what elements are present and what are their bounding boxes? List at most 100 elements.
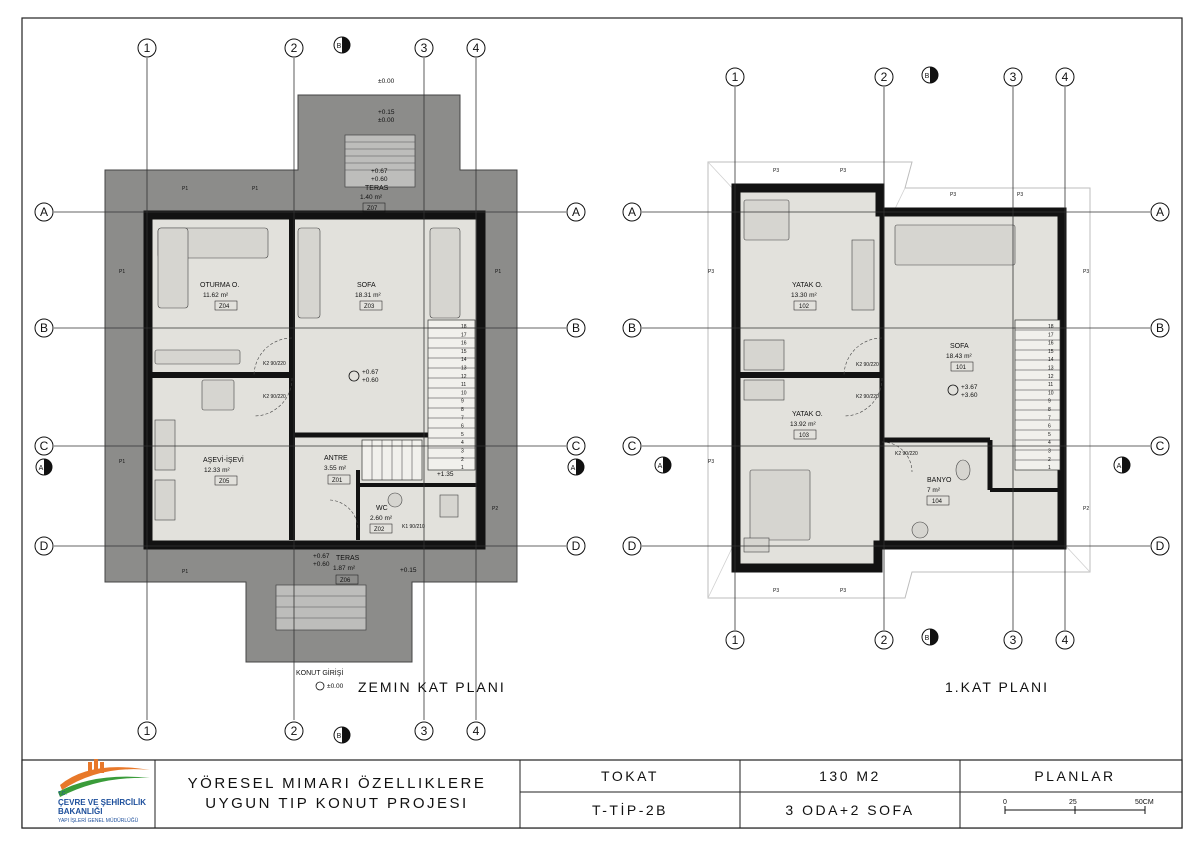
f-door-k2-b: K2 90/220 [856, 394, 879, 400]
svg-text:C: C [40, 439, 49, 453]
svg-text:B: B [337, 43, 342, 50]
svg-text:A: A [572, 205, 580, 219]
first-stair-number: 4 [1048, 440, 1051, 446]
ground-axis-top-3: 3 [414, 38, 434, 58]
svg-text:4: 4 [473, 41, 480, 55]
logo-line2: ÇEVRE VE ŞEHİRCİLİK [58, 798, 146, 807]
ground-axis-left-B: B [34, 318, 54, 338]
antre-code-box [327, 474, 351, 485]
window-p1-f: P1 [182, 569, 188, 575]
teras-top-level-b: +0.60 [371, 176, 388, 183]
tb-sheet: PLANLAR [1034, 768, 1115, 784]
first-stair-number: 9 [1048, 399, 1051, 405]
svg-text:A: A [628, 205, 636, 219]
section-a-ground-left: A [35, 458, 53, 476]
ground-terrace-level-b: ±0.00 [378, 117, 395, 124]
teras-bottom-area: 1.87 m² [333, 565, 356, 572]
asevi-code: Z05 [219, 479, 230, 485]
yatak1-code-box [793, 300, 817, 311]
ground-interior-stairs [361, 319, 476, 481]
first-level-marker [947, 384, 959, 396]
scale-bar: 0 25 50CM [1003, 799, 1154, 814]
svg-text:D: D [1156, 539, 1165, 553]
antre-area: 3.55 m² [324, 465, 347, 472]
logo-swoosh-green [58, 776, 150, 797]
f-window-p3-h: P3 [773, 588, 779, 594]
scale-label-0: 0 [1003, 799, 1007, 806]
logo-bar-3 [100, 762, 104, 773]
first-stair-number: 16 [1048, 341, 1054, 347]
tb-type: T-TİP-2B [592, 801, 668, 818]
door-k1-wc: K1 90/210 [402, 524, 425, 530]
ground-axis-right-A: A [566, 202, 586, 222]
ground-stair-number: 3 [461, 449, 464, 455]
wc-area: 2.60 m² [370, 515, 393, 522]
ground-furniture [154, 227, 461, 521]
svg-text:B: B [925, 635, 930, 642]
sofa-g-name: SOFA [357, 282, 376, 289]
ground-axis-right-D: D [566, 536, 586, 556]
teras-bottom-code: Z06 [340, 578, 351, 584]
teras-bottom-name: TERAS [336, 555, 360, 562]
banyo-code-box [926, 495, 950, 506]
first-axis-left-B: B [622, 318, 642, 338]
ground-stair-number: 10 [461, 390, 467, 396]
door-k2-a: K2 90/220 [263, 361, 286, 367]
ground-top-stairs [344, 134, 416, 188]
f-window-p3-g: P3 [708, 459, 714, 465]
first-stair-number: 14 [1048, 357, 1054, 363]
f-door-k2-a: K2 90/220 [856, 362, 879, 368]
first-stair-number: 3 [1048, 449, 1051, 455]
svg-text:B: B [925, 73, 930, 80]
sofa-f-area: 18.43 m² [946, 353, 972, 360]
teras-top-name: TERAS [365, 185, 389, 192]
yatak1-name: YATAK O. [792, 282, 823, 289]
svg-text:B: B [628, 321, 636, 335]
yatak2-area: 13.92 m² [790, 421, 816, 428]
antre-name: ANTRE [324, 455, 348, 462]
first-axis-bottom-1: 1 [725, 630, 745, 650]
svg-text:A: A [39, 465, 44, 472]
first-stair-number: 15 [1048, 349, 1054, 355]
first-axis-right-D: D [1150, 536, 1170, 556]
ground-stair-number: 9 [461, 399, 464, 405]
title-block-frame [21, 759, 1183, 829]
ground-stair-number: 14 [461, 357, 467, 363]
ground-axis-right-C: C [566, 436, 586, 456]
first-level-b: +3.60 [961, 392, 978, 399]
asevi-area: 12.33 m² [204, 467, 230, 474]
project-title-line2: UYGUN TIP KONUT PROJESI [205, 795, 468, 812]
teras-top-level-a: +0.67 [371, 168, 388, 175]
svg-text:4: 4 [473, 724, 480, 738]
first-stair-number: 18 [1048, 324, 1054, 330]
ground-stair-number: 6 [461, 424, 464, 430]
first-axis-top-1: 1 [725, 67, 745, 87]
svg-text:1: 1 [732, 70, 739, 84]
yatak1-code: 102 [799, 304, 810, 310]
f-window-p3-c: P3 [950, 192, 956, 198]
ground-axis-bottom-3: 3 [414, 721, 434, 741]
ground-plan-title: ZEMIN KAT PLANI [358, 679, 506, 695]
sofa-g-area: 18.31 m² [355, 292, 381, 299]
ground-axis-top-2: 2 [284, 38, 304, 58]
svg-text:2: 2 [881, 70, 888, 84]
hall-level-marker [348, 370, 360, 382]
svg-text:3: 3 [1010, 70, 1017, 84]
first-axis-bottom-3: 3 [1003, 630, 1023, 650]
logo-line3: BAKANLIĞI [58, 807, 102, 816]
yatak1-area: 13.30 m² [791, 292, 817, 299]
section-b-ground-bottom: B [333, 726, 351, 744]
svg-text:C: C [628, 439, 637, 453]
svg-text:B: B [1156, 321, 1164, 335]
rear-terrace-level-b: +0.60 [313, 561, 330, 568]
ground-bottom-stairs [275, 584, 367, 631]
first-door-arcs [843, 337, 913, 473]
section-b-ground-top: B [333, 36, 351, 54]
window-p1-e: P1 [119, 459, 125, 465]
entrance-label: KONUT GİRİŞİ [296, 668, 343, 677]
section-a-first-left: A [654, 456, 672, 474]
hall-level-b: +0.60 [362, 377, 379, 384]
yatak2-name: YATAK O. [792, 411, 823, 418]
step-level: +1.35 [437, 471, 454, 478]
svg-text:3: 3 [421, 41, 428, 55]
